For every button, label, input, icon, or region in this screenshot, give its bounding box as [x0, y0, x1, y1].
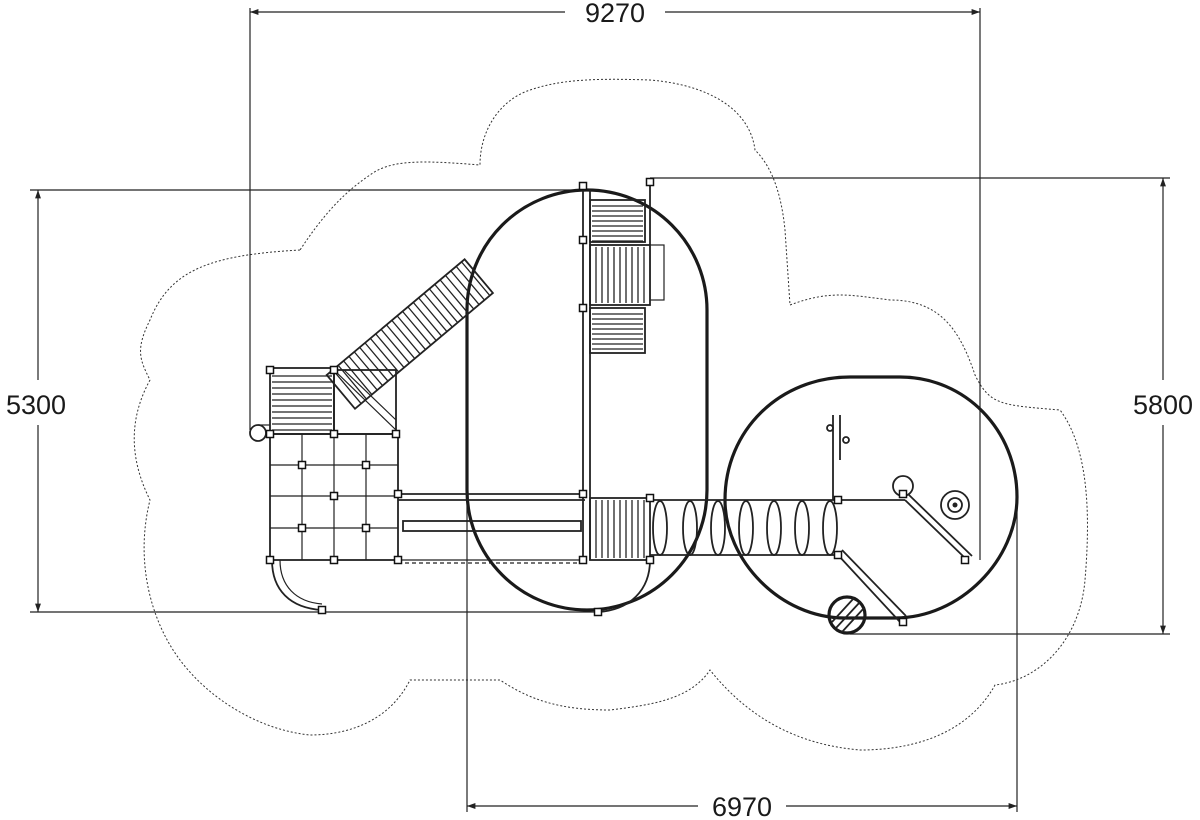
central-platform-outline	[465, 188, 709, 612]
post-marker	[393, 555, 403, 565]
post-marker	[898, 489, 908, 499]
diagonal-ramp	[325, 258, 495, 410]
post-marker	[578, 181, 588, 191]
right-features	[826, 415, 973, 635]
dimension-top: 9270	[249, 0, 981, 560]
post-marker	[329, 365, 339, 375]
spinner-icon	[940, 490, 970, 520]
post-marker	[329, 429, 339, 439]
hatched-disc-icon	[827, 595, 867, 635]
post-marker	[361, 523, 371, 533]
post-marker	[361, 460, 371, 470]
tunnel-bridge	[650, 499, 838, 556]
post-marker	[578, 489, 588, 499]
central-slide	[597, 559, 651, 613]
dimension-left-label: 5300	[6, 390, 66, 420]
post-marker	[645, 493, 655, 503]
post-marker	[960, 555, 970, 565]
post-marker	[265, 429, 275, 439]
post-marker	[593, 607, 603, 617]
post-marker	[265, 555, 275, 565]
post-marker	[317, 605, 327, 615]
right-platform-outline	[723, 375, 1019, 620]
dimension-left: 5300	[6, 189, 600, 613]
dimension-top-label: 9270	[585, 0, 645, 28]
dimension-right-label: 5800	[1133, 390, 1193, 420]
post-marker	[391, 429, 401, 439]
post-marker	[329, 555, 339, 565]
post-marker	[393, 489, 403, 499]
post-marker	[645, 177, 655, 187]
post-marker	[898, 617, 908, 627]
post-marker	[645, 555, 655, 565]
post-marker	[578, 303, 588, 313]
post-marker	[265, 365, 275, 375]
left-tower	[249, 367, 399, 611]
post-marker	[297, 460, 307, 470]
support-posts	[265, 177, 970, 627]
connecting-bridge-left	[398, 493, 585, 564]
post-marker	[833, 550, 843, 560]
post-marker	[578, 235, 588, 245]
safety-zone-outline	[133, 78, 1088, 751]
post-marker	[578, 555, 588, 565]
dimension-bottom-label: 6970	[712, 792, 772, 820]
dimension-bottom: 6970	[466, 300, 1018, 820]
dimension-right: 5800	[650, 177, 1193, 635]
central-tower	[582, 178, 665, 561]
post-marker	[297, 523, 307, 533]
post-marker	[833, 495, 843, 505]
post-marker	[329, 491, 339, 501]
